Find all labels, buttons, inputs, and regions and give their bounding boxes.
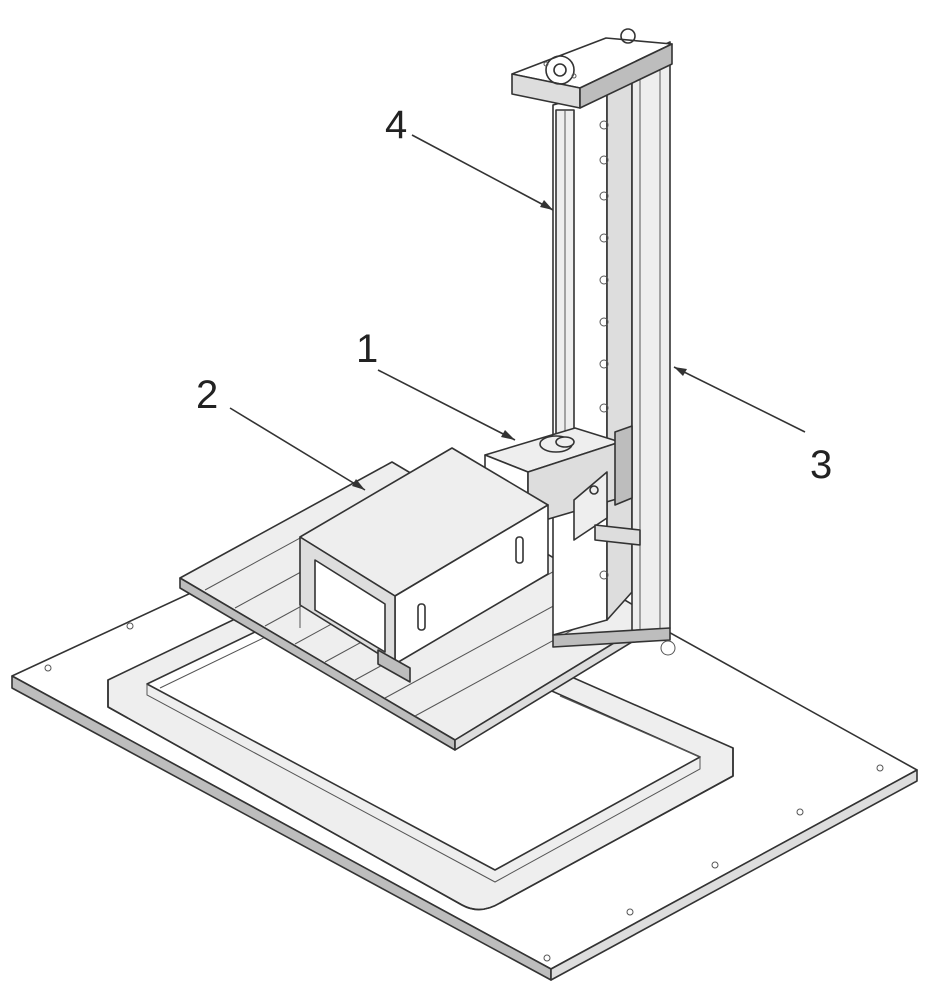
- callout-1: 1: [356, 327, 378, 371]
- lead-screw: [555, 109, 575, 446]
- leader-line-2: [229, 407, 366, 491]
- callout-2: 2: [196, 373, 218, 417]
- callout-4: 4: [385, 103, 407, 147]
- leader-line-3: [673, 366, 806, 433]
- top-cap-plate: [511, 28, 673, 109]
- callout-3: 3: [810, 443, 832, 487]
- leader-lines: [229, 134, 806, 491]
- column-slot-holes: [599, 120, 609, 580]
- leader-line-4: [411, 134, 554, 211]
- box-bracket: [299, 447, 549, 683]
- leader-line-1: [377, 369, 516, 441]
- carriage-block: [484, 425, 641, 546]
